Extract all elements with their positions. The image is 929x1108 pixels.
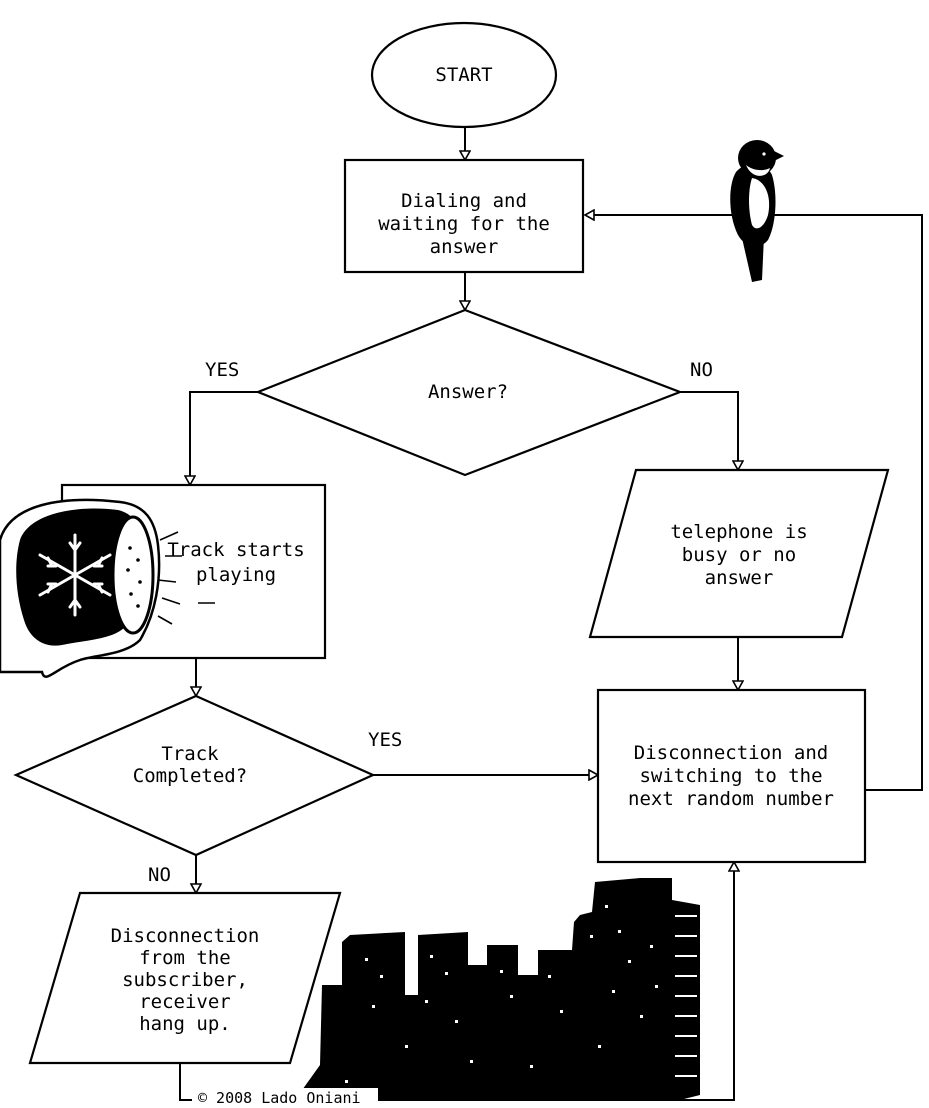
disconnect-switch-label-line2: switching to the xyxy=(639,765,822,787)
answer-decision-node: Answer? xyxy=(255,308,684,477)
city-skyline-icon xyxy=(295,878,700,1100)
busy-node: telephone is busy or no answer xyxy=(588,468,890,639)
connector-answer-yes xyxy=(190,391,258,485)
answer-decision-label: Answer? xyxy=(428,381,508,403)
completed-yes-label: YES xyxy=(368,729,402,751)
disconnect-subscriber-label-line5: hang up. xyxy=(139,1013,231,1035)
disconnect-switch-label-line1: Disconnection and xyxy=(634,742,828,764)
busy-label-line3: answer xyxy=(705,567,774,589)
answer-no-label: NO xyxy=(690,359,713,381)
bird-icon xyxy=(730,140,784,282)
start-label: START xyxy=(435,64,492,86)
dialing-label-line2: waiting for the xyxy=(378,213,550,235)
disconnect-subscriber-label-line1: Disconnection xyxy=(111,925,260,947)
disconnect-switch-node: Disconnection and switching to the next … xyxy=(596,688,867,864)
copyright-text: © 2008 Lado Oniani xyxy=(198,1089,361,1107)
disconnect-subscriber-label-line2: from the xyxy=(139,947,231,969)
connector-answer-no xyxy=(680,391,738,470)
busy-label-line2: busy or no xyxy=(682,544,796,566)
track-starts-label-line2: playing xyxy=(196,564,276,586)
completed-no-label: NO xyxy=(148,864,171,886)
disconnect-subscriber-label-line4: receiver xyxy=(139,991,231,1013)
disconnect-subscriber-node: Disconnection from the subscriber, recei… xyxy=(28,891,342,1065)
answer-yes-label: YES xyxy=(205,359,239,381)
track-completed-label-line1: Track xyxy=(161,743,219,765)
phone-receiver-with-snowflake-icon xyxy=(0,498,215,678)
dialing-node: Dialing and waiting for the answer xyxy=(343,158,585,274)
snowflake-icon xyxy=(38,533,112,617)
busy-label-line1: telephone is xyxy=(670,521,807,543)
track-completed-label-line2: Completed? xyxy=(133,765,247,787)
track-starts-label-line1: Track starts xyxy=(167,539,304,561)
dialing-label-line1: Dialing and xyxy=(401,190,527,212)
track-completed-decision-node: Track Completed? xyxy=(13,694,376,857)
disconnect-subscriber-label-line3: subscriber, xyxy=(122,969,248,991)
dialing-label-line3: answer xyxy=(430,236,499,258)
start-node: START xyxy=(370,21,558,129)
disconnect-switch-label-line3: next random number xyxy=(628,788,834,810)
